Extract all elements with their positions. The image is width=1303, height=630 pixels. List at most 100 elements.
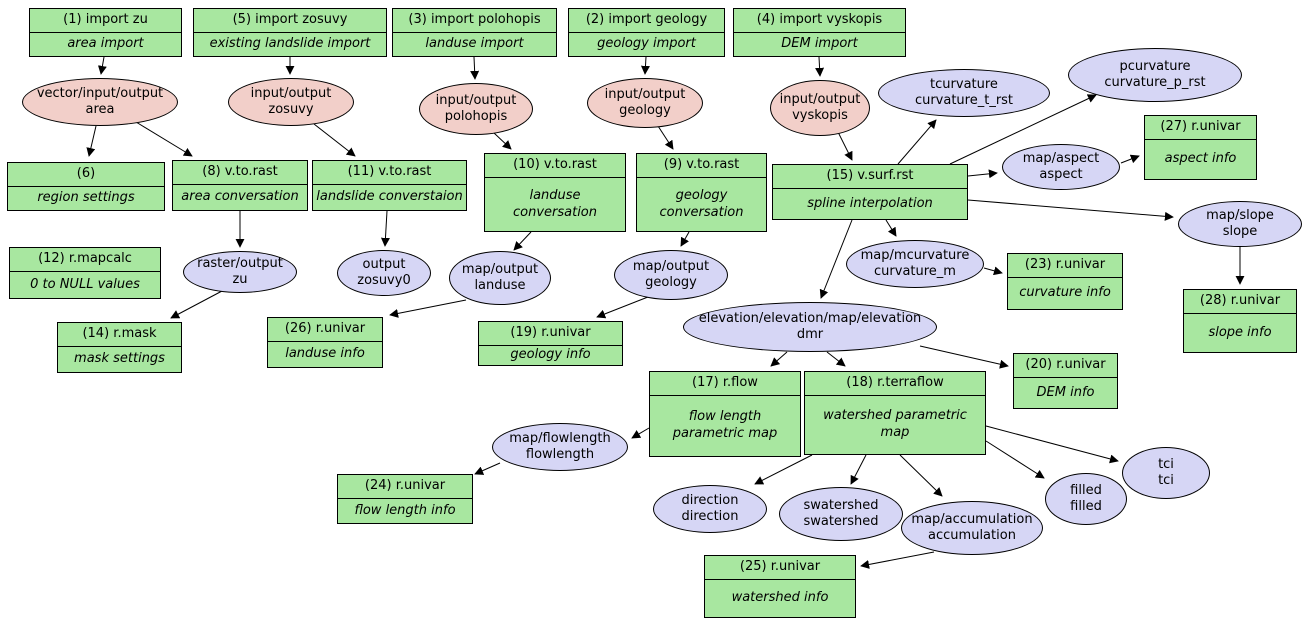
module-label: landuse import bbox=[393, 32, 556, 56]
module-label: watershed parametric map bbox=[805, 395, 985, 454]
data-item-label: map/output landuse bbox=[461, 261, 539, 293]
data-item-dmr[interactable]: elevation/elevation/map/elevation dmr bbox=[683, 302, 937, 352]
data-item-aspect[interactable]: map/aspect aspect bbox=[1002, 144, 1120, 190]
module-import-zu[interactable]: (1) import zu area import bbox=[29, 8, 182, 57]
data-item-geology-out[interactable]: map/output geology bbox=[614, 250, 728, 300]
module-region-settings[interactable]: (6) region settings bbox=[7, 162, 165, 211]
module-title: (25) r.univar bbox=[739, 559, 821, 575]
module-r-univar-25[interactable]: (25) r.univar watershed info bbox=[704, 555, 856, 618]
data-item-area[interactable]: vector/input/output area bbox=[22, 78, 178, 126]
module-label: region settings bbox=[8, 186, 164, 210]
data-item-tci[interactable]: tci tci bbox=[1122, 447, 1210, 499]
data-item-swatershed[interactable]: swatershed swatershed bbox=[779, 487, 903, 541]
module-r-univar-28[interactable]: (28) r.univar slope info bbox=[1183, 289, 1297, 353]
module-r-terraflow[interactable]: (18) r.terraflow watershed parametric ma… bbox=[804, 371, 986, 455]
module-title: (6) bbox=[76, 166, 96, 182]
module-title: (28) r.univar bbox=[1199, 293, 1281, 309]
module-r-mapcalc[interactable]: (12) r.mapcalc 0 to NULL values bbox=[9, 247, 161, 299]
data-item-accumulation[interactable]: map/accumulation accumulation bbox=[901, 501, 1043, 555]
module-r-univar-24[interactable]: (24) r.univar flow length info bbox=[337, 474, 473, 524]
module-title: (12) r.mapcalc bbox=[38, 251, 132, 267]
data-item-zosuvy[interactable]: input/output zosuvy bbox=[228, 78, 354, 126]
module-v-to-rast-9[interactable]: (9) v.to.rast geology conversation bbox=[636, 153, 767, 232]
edge-line bbox=[837, 131, 853, 161]
module-title: (1) import zu bbox=[63, 12, 148, 28]
module-title: (4) import vyskopis bbox=[756, 12, 883, 28]
module-label: spline interpolation bbox=[773, 188, 967, 219]
module-r-univar-19[interactable]: (19) r.univar geology info bbox=[478, 321, 623, 366]
edge-line bbox=[170, 290, 223, 319]
data-item-label: map/aspect aspect bbox=[1022, 150, 1100, 182]
module-title: (20) r.univar bbox=[1025, 357, 1106, 373]
data-item-vyskopis[interactable]: input/output vyskopis bbox=[770, 80, 870, 136]
module-title: (14) r.mask bbox=[82, 326, 157, 342]
data-item-label: pcurvature curvature_p_rst bbox=[1104, 58, 1206, 90]
module-label: geology import bbox=[569, 32, 724, 56]
module-title: (3) import polohopis bbox=[408, 12, 541, 28]
edge-line bbox=[313, 123, 356, 157]
data-item-label: tci tci bbox=[1158, 456, 1174, 488]
data-item-curvature-m[interactable]: map/mcurvature curvature_m bbox=[846, 240, 984, 288]
edge-line bbox=[967, 199, 1174, 221]
data-item-landuse-out[interactable]: map/output landuse bbox=[449, 251, 551, 305]
edge-line bbox=[919, 345, 1009, 369]
module-v-surf-rst[interactable]: (15) v.surf.rst spline interpolation bbox=[772, 164, 968, 220]
module-label: curvature info bbox=[1008, 277, 1122, 309]
data-item-filled[interactable]: filled filled bbox=[1045, 473, 1127, 525]
module-label: aspect info bbox=[1145, 139, 1256, 179]
module-r-flow[interactable]: (17) r.flow flow length parametric map bbox=[649, 371, 801, 457]
module-v-to-rast-11[interactable]: (11) v.to.rast landslide converstaion bbox=[312, 160, 467, 211]
edge-line bbox=[983, 266, 1003, 276]
module-title: (19) r.univar bbox=[510, 325, 591, 341]
module-r-univar-23[interactable]: (23) r.univar curvature info bbox=[1007, 253, 1123, 310]
data-item-label: input/output zosuvy bbox=[250, 85, 332, 117]
data-item-label: filled filled bbox=[1070, 482, 1102, 514]
edge-line bbox=[770, 351, 788, 367]
data-item-geology[interactable]: input/output geology bbox=[587, 78, 703, 128]
module-v-to-rast-8[interactable]: (8) v.to.rast area conversation bbox=[172, 160, 308, 211]
edge-line bbox=[949, 94, 1097, 165]
edge-line bbox=[380, 210, 390, 247]
data-item-polohopis[interactable]: input/output polohopis bbox=[419, 83, 533, 135]
edge-line bbox=[389, 299, 467, 318]
module-label: geology conversation bbox=[637, 177, 766, 231]
data-item-label: map/output geology bbox=[632, 258, 710, 290]
module-label: geology info bbox=[479, 345, 622, 365]
data-item-tcurvature[interactable]: tcurvature curvature_t_rst bbox=[878, 69, 1050, 117]
module-v-to-rast-10[interactable]: (10) v.to.rast landuse conversation bbox=[484, 153, 626, 232]
data-item-zu[interactable]: raster/output zu bbox=[183, 251, 297, 293]
data-item-label: input/output geology bbox=[604, 86, 686, 118]
edge-line bbox=[819, 219, 853, 299]
data-item-label: swatershed swatershed bbox=[803, 497, 879, 529]
data-item-label: direction direction bbox=[681, 492, 739, 524]
module-title: (23) r.univar bbox=[1024, 257, 1106, 273]
module-r-univar-27[interactable]: (27) r.univar aspect info bbox=[1144, 115, 1257, 180]
data-item-slope[interactable]: map/slope slope bbox=[1178, 201, 1302, 247]
data-item-flowlength[interactable]: map/flowlength flowlength bbox=[492, 423, 628, 471]
module-r-univar-26[interactable]: (26) r.univar landuse info bbox=[267, 317, 383, 368]
module-import-geology[interactable]: (2) import geology geology import bbox=[568, 8, 725, 57]
module-import-polohopis[interactable]: (3) import polohopis landuse import bbox=[392, 8, 557, 57]
edge-line bbox=[97, 56, 107, 75]
data-item-label: output zosuvy0 bbox=[357, 256, 411, 288]
data-item-label: map/mcurvature curvature_m bbox=[860, 247, 970, 279]
module-title: (11) v.to.rast bbox=[347, 164, 432, 180]
module-title: (18) r.terraflow bbox=[846, 375, 944, 391]
data-item-direction[interactable]: direction direction bbox=[653, 485, 767, 533]
data-item-zosuvy0[interactable]: output zosuvy0 bbox=[337, 250, 431, 296]
module-title: (24) r.univar bbox=[364, 478, 446, 494]
module-r-mask[interactable]: (14) r.mask mask settings bbox=[57, 322, 182, 373]
module-label: area import bbox=[30, 32, 181, 56]
edge-line bbox=[493, 132, 512, 150]
module-label: landslide converstaion bbox=[313, 184, 466, 210]
data-item-pcurvature[interactable]: pcurvature curvature_p_rst bbox=[1068, 48, 1242, 102]
module-title: (8) v.to.rast bbox=[202, 164, 278, 180]
module-import-zosuvy[interactable]: (5) import zosuvy existing landslide imp… bbox=[193, 8, 387, 57]
module-label: slope info bbox=[1184, 313, 1296, 352]
data-item-label: input/output vyskopis bbox=[779, 91, 861, 123]
module-label: 0 to NULL values bbox=[10, 271, 160, 298]
module-import-vyskopis[interactable]: (4) import vyskopis DEM import bbox=[733, 8, 906, 57]
module-title: (27) r.univar bbox=[1160, 119, 1241, 135]
module-r-univar-20[interactable]: (20) r.univar DEM info bbox=[1013, 353, 1118, 409]
